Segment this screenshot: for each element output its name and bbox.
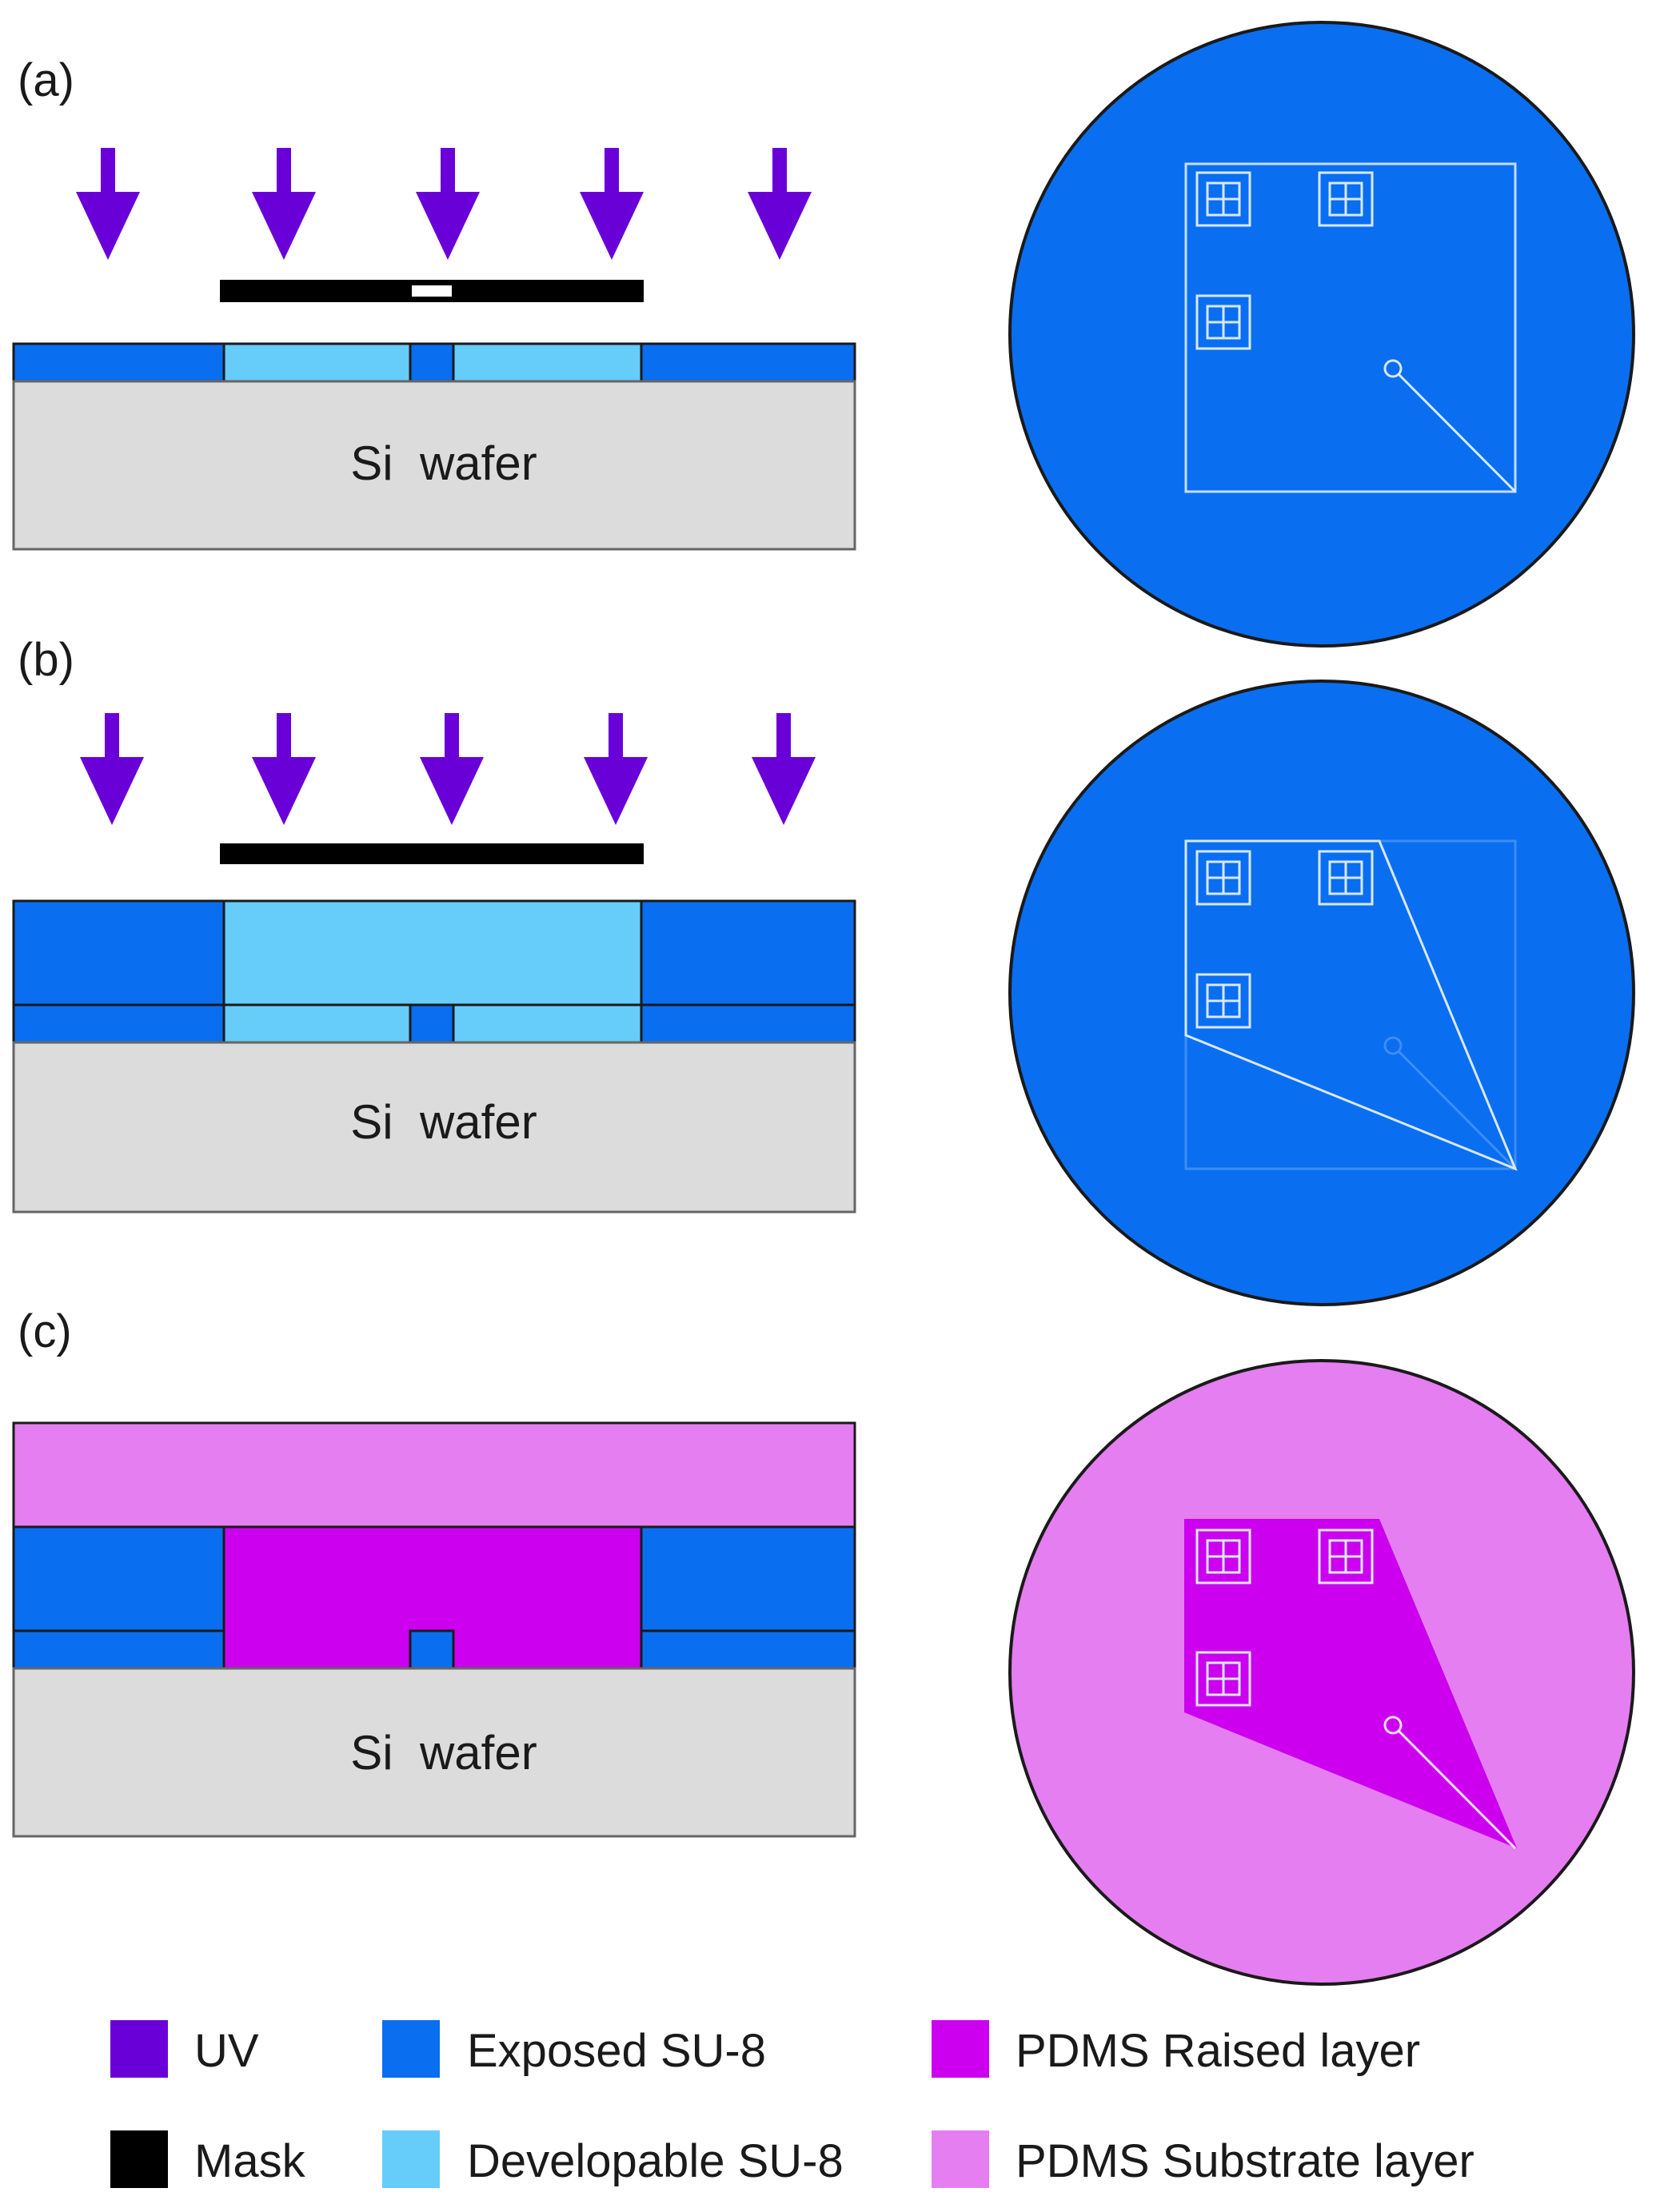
panel-a-label: (a)	[18, 54, 74, 106]
panel-c: (c) Si wafer	[12, 1305, 1635, 1986]
uv-arrow	[76, 148, 140, 260]
legend-item-pdms-raised: PDMS Raised layer	[932, 2020, 1420, 2078]
legend-item-developable-su8: Developable SU-8	[382, 2130, 844, 2188]
legend-swatch	[110, 2020, 168, 2078]
uv-arrow	[584, 713, 648, 825]
legend-item-mask: Mask	[110, 2130, 306, 2188]
si-wafer-label: Si wafer	[350, 1726, 537, 1780]
si-wafer-label: Si wafer	[350, 1095, 537, 1149]
legend-swatch	[932, 2020, 989, 2078]
uv-arrows-b	[80, 713, 816, 825]
su8-layer-a	[12, 342, 856, 383]
uv-arrow	[752, 713, 816, 825]
su8-layers-b	[12, 899, 856, 1044]
legend-label: Mask	[194, 2135, 306, 2187]
legend-label: PDMS Raised layer	[1016, 2025, 1420, 2077]
legend-item-exposed-su8: Exposed SU-8	[382, 2020, 766, 2078]
legend-label: UV	[194, 2025, 259, 2077]
mask-a	[220, 280, 644, 302]
legend-item-pdms-substrate: PDMS Substrate layer	[932, 2130, 1474, 2188]
si-wafer-b: Si wafer	[12, 1041, 856, 1214]
uv-arrow	[748, 148, 812, 260]
uv-arrow	[252, 148, 316, 260]
uv-arrow	[420, 713, 484, 825]
su8-mold-c	[12, 1525, 856, 1670]
legend-item-uv: UV	[110, 2020, 259, 2078]
legend-swatch	[932, 2130, 989, 2188]
panel-a: (a) Si wafer	[12, 21, 1635, 648]
panel-c-label: (c)	[18, 1305, 72, 1357]
si-wafer-a: Si wafer	[12, 380, 856, 551]
legend-label: PDMS Substrate layer	[1016, 2135, 1474, 2187]
panel-b-label: (b)	[18, 634, 74, 686]
uv-arrows-a	[76, 148, 812, 260]
uv-arrow	[252, 713, 316, 825]
legend-swatch	[110, 2130, 168, 2188]
uv-arrow	[580, 148, 644, 260]
legend-swatch	[382, 2020, 440, 2078]
wafer-top-view-b	[1008, 680, 1635, 1306]
pdms-substrate-layer-c	[12, 1421, 856, 1528]
wafer-top-view-a	[1008, 21, 1635, 648]
legend-label: Exposed SU-8	[467, 2025, 766, 2077]
si-wafer-label: Si wafer	[350, 436, 537, 490]
uv-arrow	[416, 148, 480, 260]
legend-label: Developable SU-8	[467, 2135, 844, 2187]
uv-arrow	[80, 713, 144, 825]
si-wafer-c: Si wafer	[12, 1667, 856, 1838]
legend: UV Mask Exposed SU-8 Developable SU-8 PD…	[110, 2020, 1474, 2188]
panel-b: (b) Si wafer	[12, 634, 1635, 1306]
wafer-top-view-c	[1008, 1359, 1635, 1986]
mask-b	[220, 843, 644, 864]
legend-swatch	[382, 2130, 440, 2188]
